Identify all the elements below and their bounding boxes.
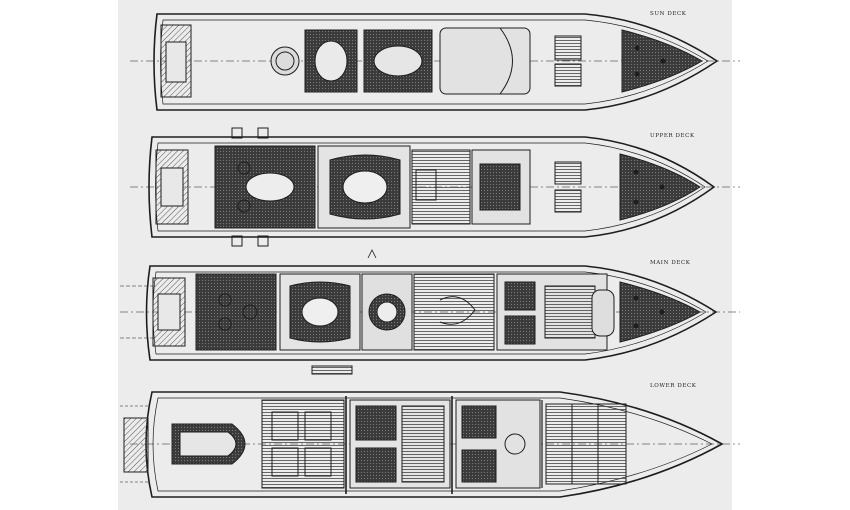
lower-deck-engine-room: [261, 399, 345, 489]
lower-deck-swim-platform: [123, 417, 149, 473]
main-deck-hull-outline: [145, 265, 718, 361]
sun-deck-dining-table: [314, 40, 348, 82]
sun-deck-mast-grid: [554, 35, 582, 61]
upper-deck-mast-grid: [554, 161, 582, 185]
deck-label-lower: LOWER DECK: [650, 383, 697, 389]
main-deck-galley: [413, 273, 495, 351]
main-deck-plan: [120, 249, 740, 375]
sun-deck-plan: [130, 13, 740, 111]
sun-deck-windscreen: [439, 27, 531, 95]
lower-deck-plan: [120, 391, 740, 498]
deck-label-sun: SUN DECK: [650, 11, 687, 17]
deck-label-upper: UPPER DECK: [650, 133, 695, 139]
upper-deck-cabins: [411, 149, 471, 225]
upper-deck-dining-table: [245, 172, 295, 202]
upper-deck-plan: [130, 127, 740, 247]
main-deck-aft-deck: [195, 273, 277, 351]
main-deck-gangway: [311, 365, 353, 375]
upper-deck-hull-outline: [148, 136, 716, 238]
sun-deck-hull-outline: [153, 13, 719, 111]
deck-label-main: MAIN DECK: [650, 260, 691, 266]
lower-deck-crew-quarters: [545, 403, 627, 485]
sun-deck-spa: [270, 46, 300, 76]
